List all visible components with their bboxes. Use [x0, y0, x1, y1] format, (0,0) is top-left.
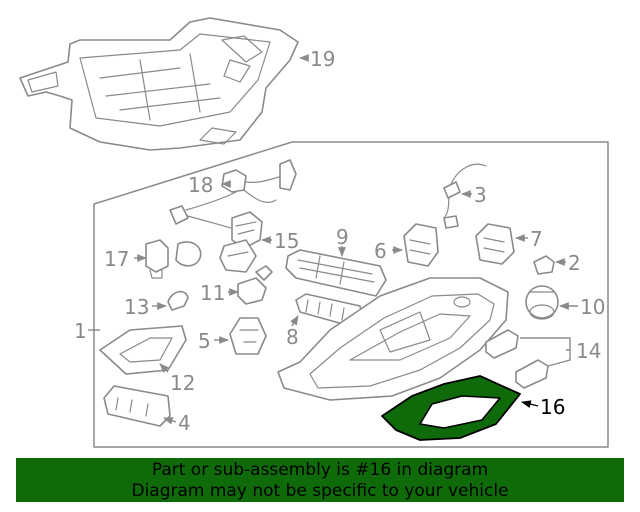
- part-16-trim-highlighted: [381, 375, 521, 441]
- part-12-lamp: [99, 325, 187, 375]
- callout-17: 17: [104, 247, 129, 271]
- part-11-connector: [237, 265, 273, 305]
- console-housing: [277, 277, 509, 401]
- part-5-bracket: [229, 317, 267, 355]
- part-10-knob: [525, 285, 559, 320]
- callout-6: 6: [374, 239, 387, 263]
- banner-part-line: Part or sub-assembly is #16 in diagram: [151, 460, 489, 480]
- callout-7: 7: [530, 227, 543, 251]
- part-9-lamp-housing: [285, 249, 387, 297]
- part-13-bulb: [167, 290, 189, 311]
- callout-1: 1: [74, 319, 87, 343]
- part-4-switch-panel: [103, 385, 171, 427]
- callout-4: 4: [178, 411, 191, 435]
- part-2-clip: [533, 255, 555, 275]
- callout-14: 14: [576, 339, 601, 363]
- banner-disclaimer-line: Diagram may not be specific to your vehi…: [131, 481, 509, 501]
- callout-10: 10: [580, 295, 605, 319]
- info-banner: Part or sub-assembly is #16 in diagram D…: [16, 458, 624, 502]
- part-14-clips: [485, 329, 549, 389]
- part-15-socket: [219, 211, 263, 273]
- part-3-cable: [443, 163, 487, 229]
- parts-diagram: 19 18 3 15 17 9 6 7 2 10 11 13 1 8 5 14 …: [19, 17, 609, 448]
- part-6-module: [403, 223, 439, 267]
- callout-5: 5: [198, 329, 211, 353]
- callout-3: 3: [474, 183, 487, 207]
- callout-labels: 19 18 3 15 17 9 6 7 2 10 11 13 1 8 5 14 …: [74, 47, 605, 435]
- callout-12: 12: [170, 371, 195, 395]
- callout-11: 11: [200, 281, 225, 305]
- part-17-socket: [145, 239, 202, 279]
- callout-8: 8: [286, 325, 299, 349]
- callout-15: 15: [274, 229, 299, 253]
- part-7-module: [475, 223, 515, 265]
- callout-13: 13: [124, 295, 149, 319]
- callout-18: 18: [188, 173, 213, 197]
- assembly-frame: [93, 141, 609, 448]
- part-19-bracket: [19, 17, 299, 151]
- callout-2: 2: [568, 251, 581, 275]
- callout-19: 19: [310, 47, 335, 71]
- callout-9: 9: [336, 225, 349, 249]
- callout-16: 16: [540, 395, 565, 419]
- leader-lines: [88, 54, 578, 425]
